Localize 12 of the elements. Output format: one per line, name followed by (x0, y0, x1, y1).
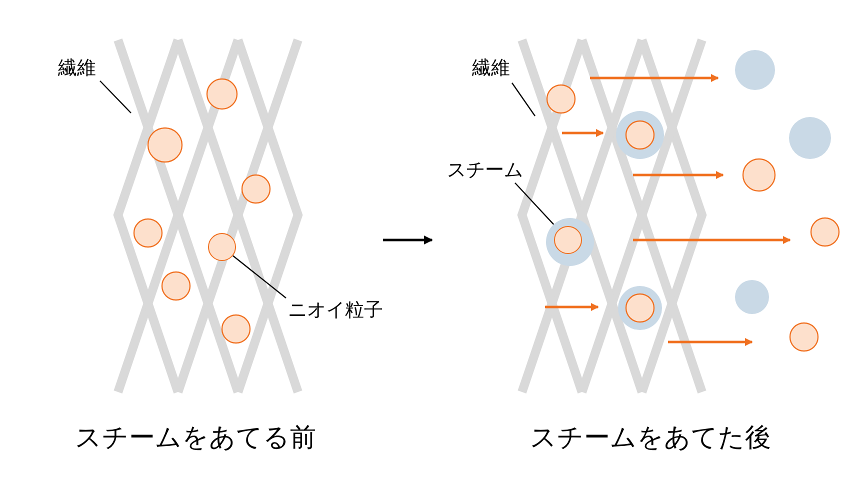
leader-line (232, 255, 286, 298)
panel-caption: スチームをあてる前 (75, 422, 316, 455)
panel-caption: スチームをあてた後 (530, 422, 771, 455)
leader-line (514, 182, 554, 225)
odor-particle (208, 233, 236, 261)
leader-line (512, 82, 536, 116)
leader-line (100, 80, 132, 114)
fiber-label: 繊維 (472, 58, 510, 79)
fiber-label: 繊維 (58, 58, 96, 79)
steam-halo (546, 218, 594, 266)
particle-label: ニオイ粒子 (288, 300, 383, 321)
steam-label: スチーム (447, 160, 523, 181)
